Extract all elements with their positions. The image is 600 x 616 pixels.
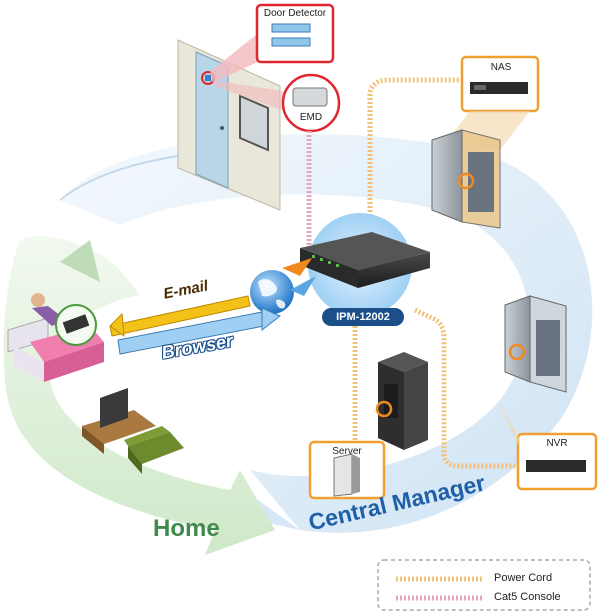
email-arrow: [109, 258, 312, 338]
ipm-switch: [300, 213, 430, 326]
emd-beam: [212, 80, 288, 112]
nas-label: NAS: [490, 62, 512, 73]
device-name-badge: IPM-12002: [336, 311, 390, 323]
central-racks: [504, 295, 567, 393]
server-label: Server: [332, 446, 362, 457]
door-detector-callout: [255, 3, 335, 64]
nas-racks: [431, 129, 501, 229]
power-cord-links: [352, 77, 518, 469]
nvr-label: NVR: [546, 438, 568, 449]
internet-globe: [250, 270, 294, 314]
legend: [377, 559, 591, 611]
emd-callout: [281, 73, 341, 133]
legend-cat5-console-label: Cat5 Console: [494, 591, 561, 603]
server-callout: [308, 440, 386, 500]
legend-power-cord-label: Power Cord: [494, 572, 553, 584]
control-rack: [375, 352, 428, 450]
home-ring: [3, 236, 275, 555]
home-scene: [7, 293, 184, 474]
door-detector-beam: [210, 30, 262, 82]
browser-arrow: [117, 276, 316, 355]
door-detector-label: Door Detector: [263, 8, 327, 19]
home-label: Home: [153, 515, 220, 542]
emd-label: EMD: [299, 112, 323, 123]
nvr-callout: [498, 400, 598, 491]
